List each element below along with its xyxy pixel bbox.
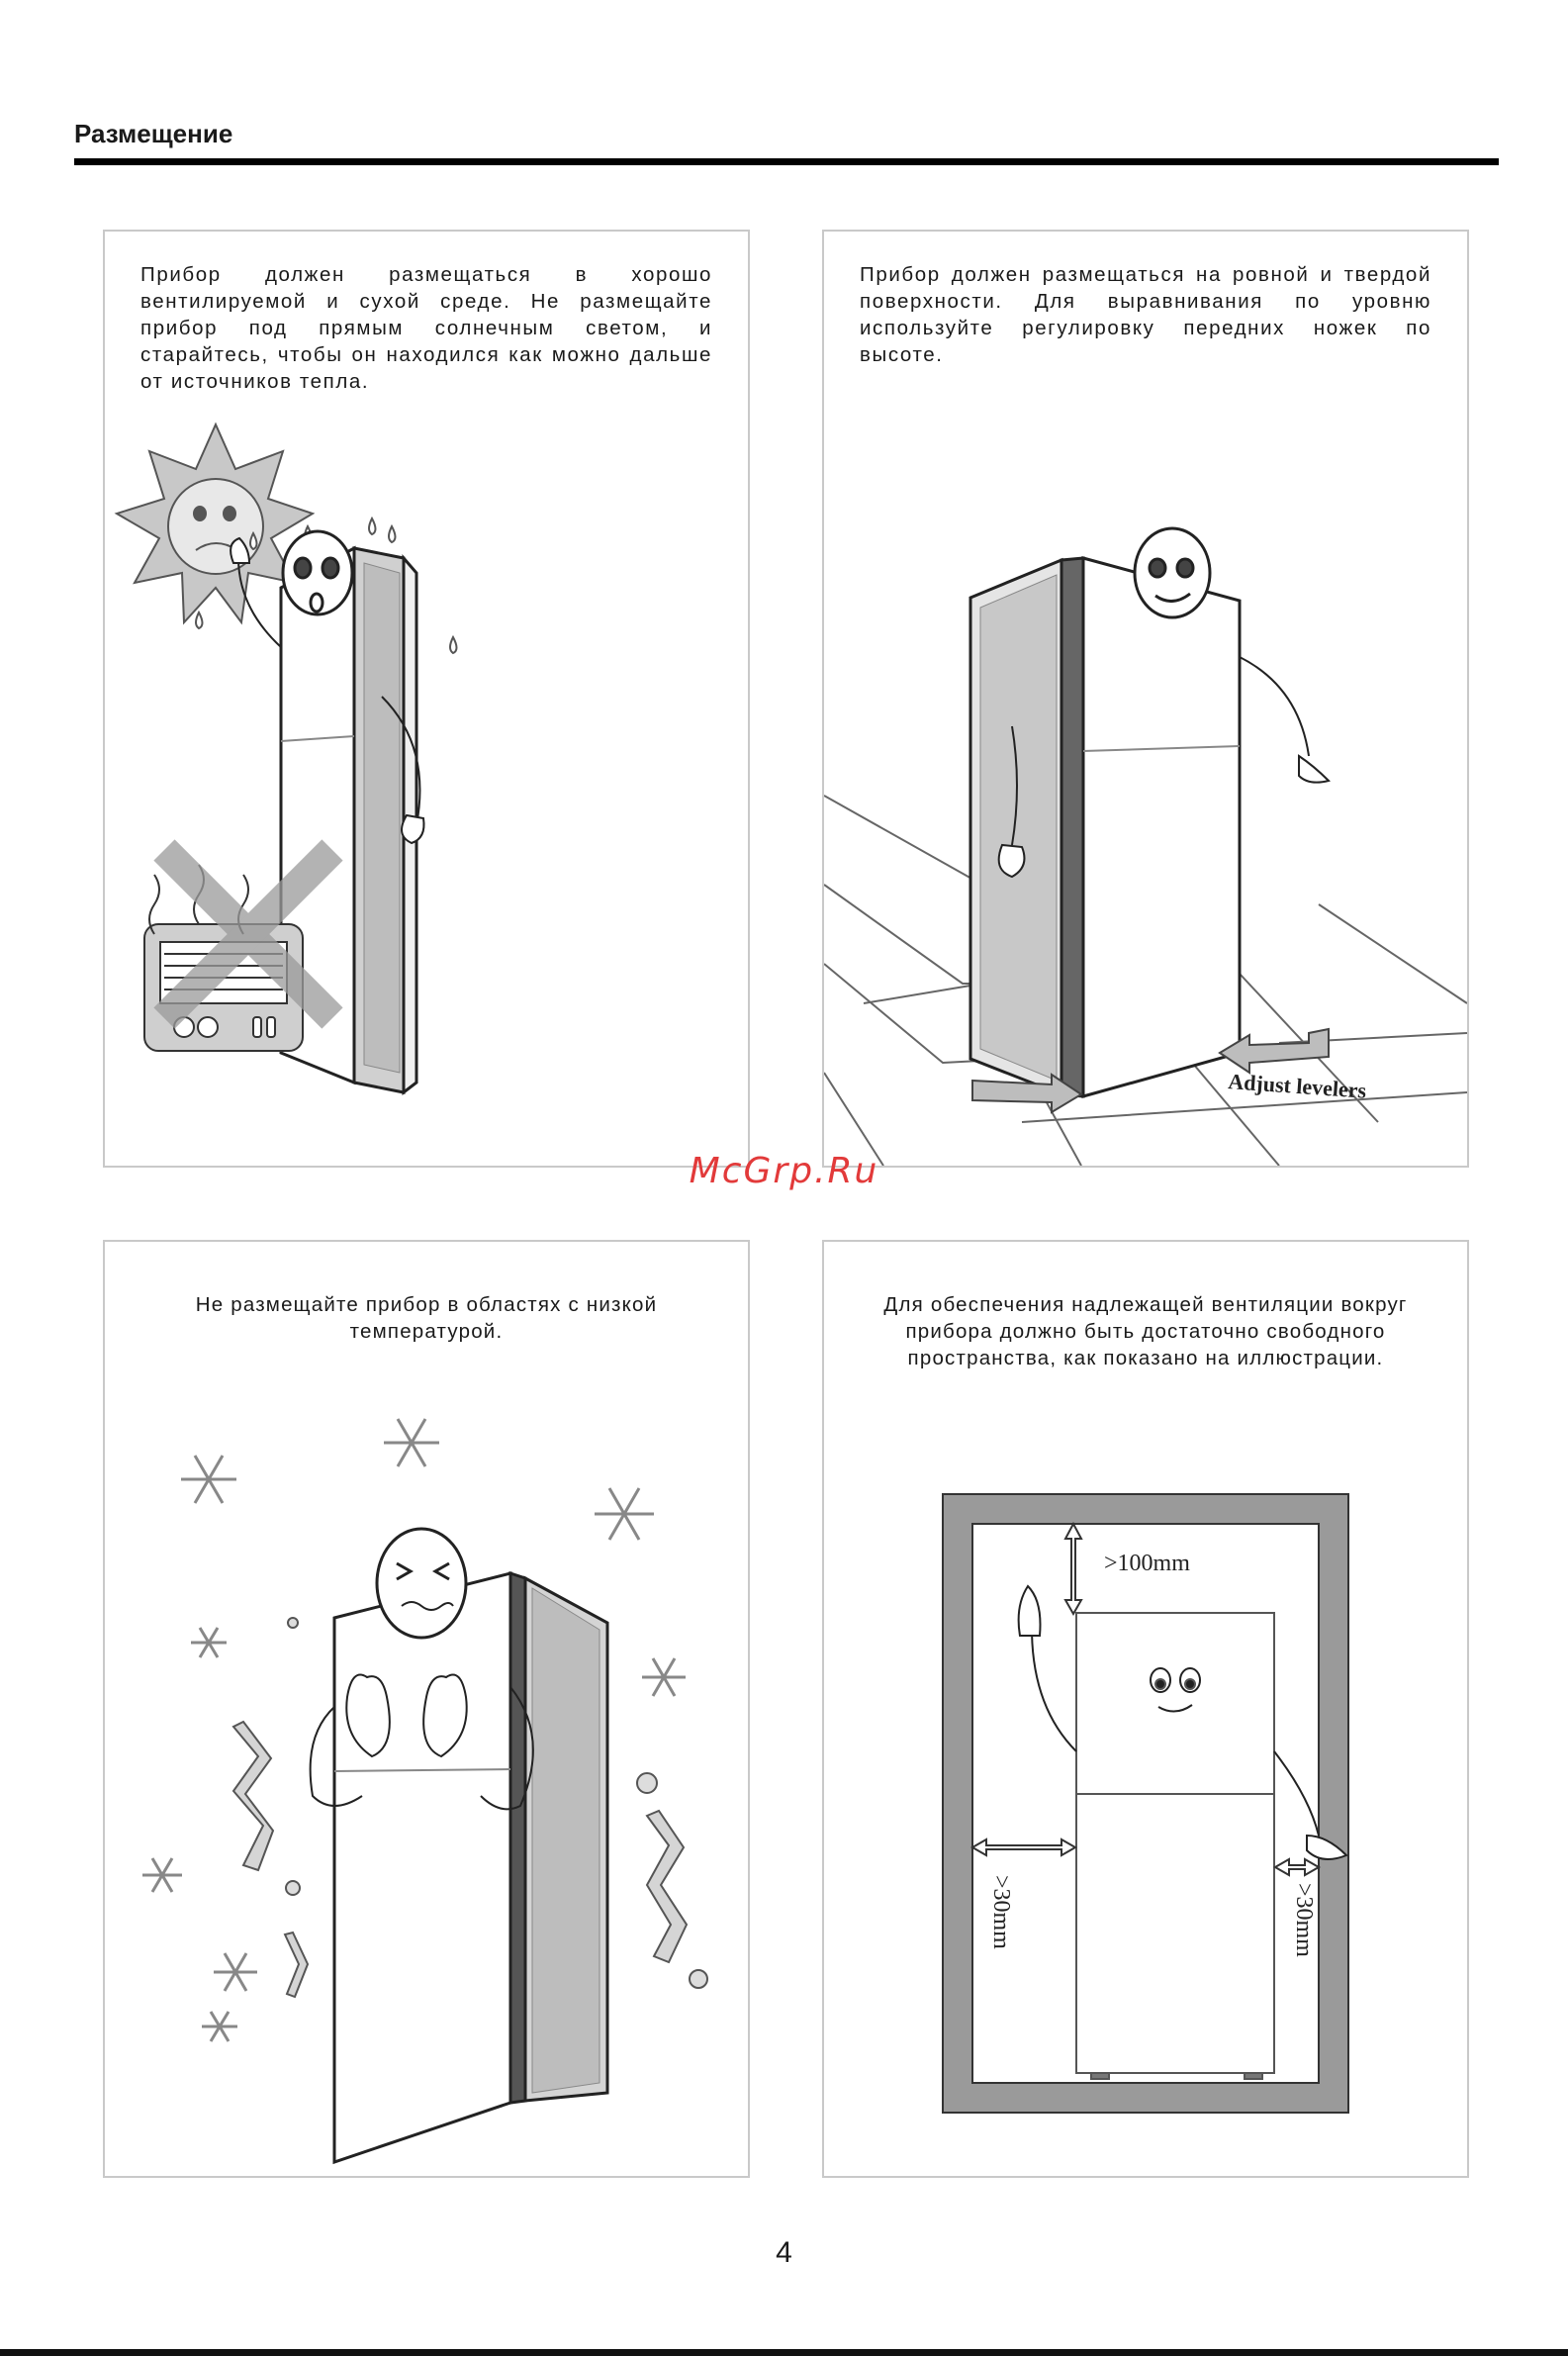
refrigerator-character — [230, 529, 425, 1096]
refrigerator-character — [1017, 1584, 1348, 2080]
panel-level-surface: Прибор должен размещаться на ровной и тв… — [822, 230, 1469, 1168]
lightning-zigzag-icon — [231, 1720, 689, 1999]
ice-ball-icon — [285, 1617, 708, 1989]
adjust-levelers-label: Adjust levelers — [1228, 1069, 1368, 1103]
prohibited-cross-icon — [153, 839, 343, 1029]
panel-text-clearance: Для обеспечения надлежащей вентиляции во… — [883, 1293, 1408, 1369]
clearance-illustration: >100mm >30mm >30mm — [942, 1493, 1349, 2114]
watermark: McGrp.Ru — [689, 1151, 879, 1191]
refrigerator-character — [309, 1527, 609, 2165]
refrigerator-character — [968, 526, 1331, 1098]
clearance-arrow-icon — [969, 1521, 1322, 1877]
left-clearance-label: >30mm — [988, 1875, 1014, 1949]
page-number: 4 — [776, 2236, 792, 2269]
sun-heater-illustration — [114, 422, 458, 1096]
level-floor-illustration: Adjust levelers — [824, 526, 1467, 1166]
panel-ventilation-sun: Прибор должен размещаться в хорошо венти… — [103, 230, 750, 1168]
panel-low-temperature: Не размещайте прибор в областях с низкой… — [103, 1240, 750, 2178]
cold-illustration — [142, 1418, 708, 2165]
heading-rule — [74, 158, 1499, 165]
panel-text-level: Прибор должен размещаться на ровной и тв… — [860, 263, 1431, 366]
panel-text-ventilation: Прибор должен размещаться в хорошо венти… — [140, 263, 712, 393]
panel-clearance: Для обеспечения надлежащей вентиляции во… — [822, 1240, 1469, 2178]
right-clearance-label: >30mm — [1291, 1883, 1317, 1957]
section-heading: Размещение — [74, 119, 233, 148]
leveler-arrow-icon — [971, 1027, 1330, 1114]
bottom-edge-line — [0, 2349, 1568, 2356]
top-clearance-label: >100mm — [1104, 1551, 1190, 1576]
panel-text-temperature: Не размещайте прибор в областях с низкой… — [195, 1293, 658, 1343]
snowflake-icon — [142, 1418, 686, 2042]
